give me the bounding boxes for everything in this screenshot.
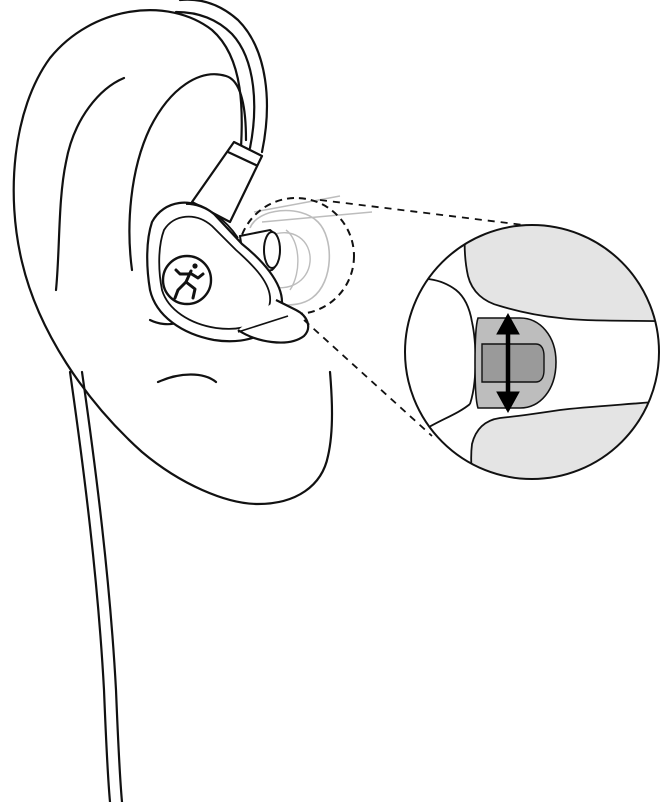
ear-tip-ghost-inner (269, 232, 311, 289)
ear-antihelix-left (54, 76, 126, 292)
ear-tip-ghost-line-top (253, 195, 341, 213)
cable-icon (68, 0, 269, 802)
cable-lower-left (68, 370, 112, 802)
cable-lower-right (80, 370, 124, 802)
inset-border (404, 224, 660, 480)
brand-logo-running-man (173, 263, 205, 300)
double-arrow-icon (496, 312, 520, 414)
ear-outer-rim (12, 9, 334, 506)
cable-connector-icon (190, 140, 264, 224)
cable-connector-body (190, 140, 264, 224)
callout-leader-lines (303, 199, 533, 437)
in-ear-monitor-icon (146, 201, 310, 344)
seal-arrow-head-up (496, 312, 520, 335)
ear-tip-ghost-ring (285, 229, 299, 291)
ear-tip-ghost-line-top2 (261, 211, 373, 223)
ear-lobe-inner (156, 373, 218, 384)
ear-tip-stem (481, 343, 545, 383)
seal-arrow-head-down (496, 391, 520, 414)
cable-connector-ring (227, 151, 259, 167)
monitor-housing-edge (185, 203, 239, 239)
leader-line-bottom (303, 319, 433, 437)
cable-upper-inner (174, 10, 256, 150)
brand-logo-icon (161, 254, 213, 306)
nozzle-tip (263, 231, 281, 269)
cable-upper-outer (178, 0, 269, 154)
ear-inner-rim (128, 73, 248, 272)
monitor-flange-line (237, 315, 289, 333)
leader-line-top (319, 199, 533, 227)
magnified-inset (404, 224, 660, 480)
ear-icon (12, 9, 334, 506)
